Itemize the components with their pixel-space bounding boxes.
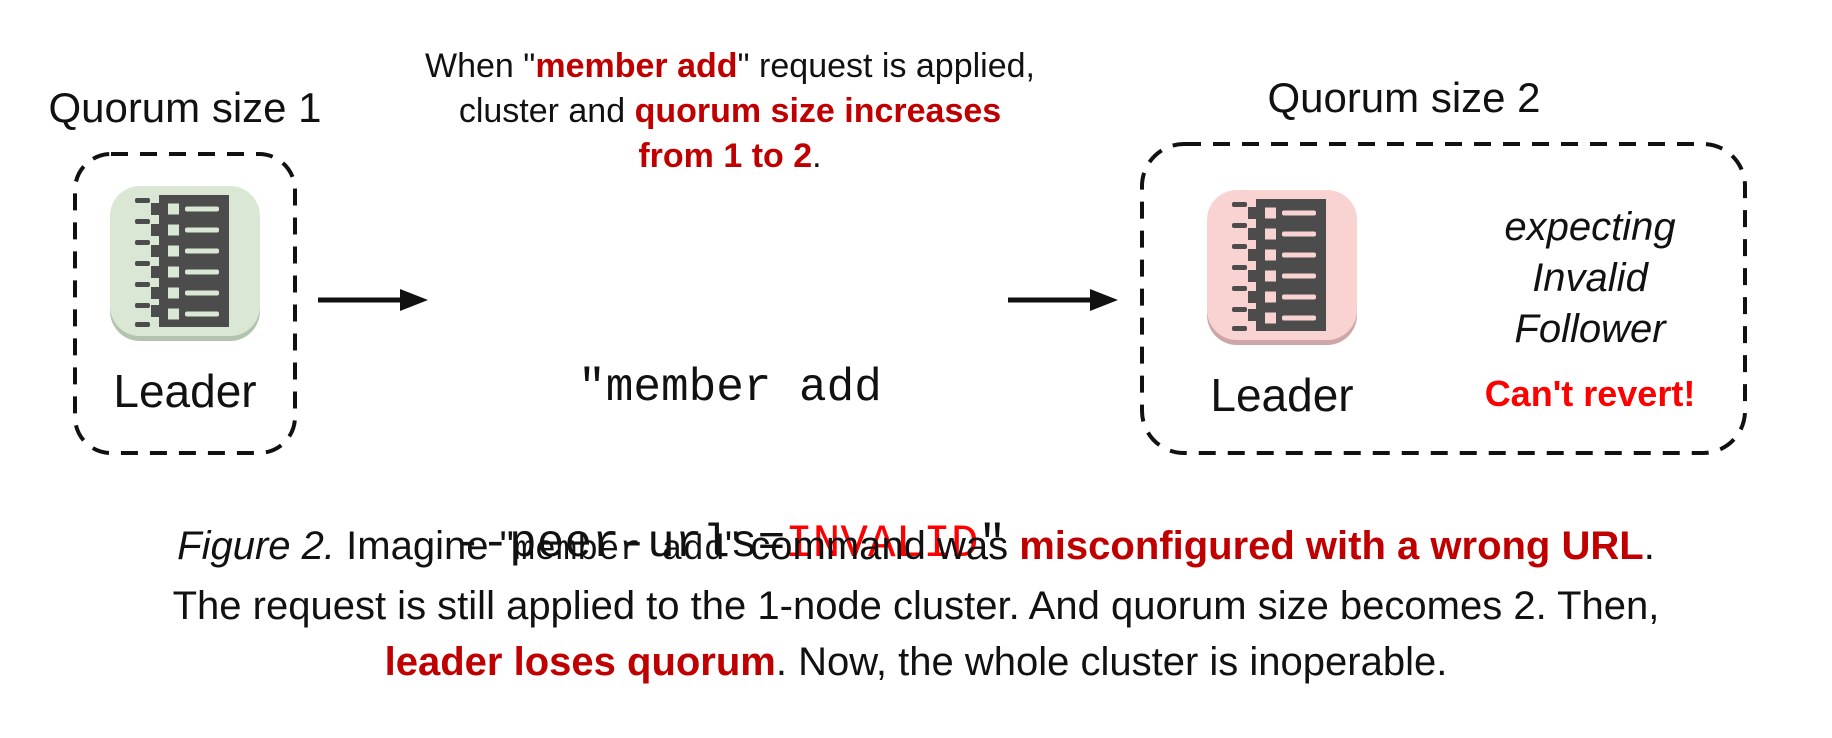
- cant-revert-warning: Can't revert!: [1484, 373, 1696, 414]
- member-add-note: When "member add" request is applied, cl…: [400, 44, 1060, 179]
- command-line2: --peer-urls=INVALID": [410, 518, 1050, 570]
- arrow-right-icon: [318, 289, 428, 311]
- caption-line2: The request is still applied to the 1-no…: [172, 584, 1660, 628]
- command-line1: "member add: [578, 362, 882, 414]
- note-emphasis: quorum size increases: [634, 92, 1002, 130]
- caption-emphasis: misconfigured with a wrong URL: [1019, 524, 1644, 568]
- note-line3: from 1 to 2.: [400, 134, 1060, 179]
- member-add-command: "member add --peer-urls=INVALID": [410, 258, 1050, 674]
- arrow-right-icon: [1008, 289, 1118, 311]
- note-emphasis: member add: [535, 47, 738, 85]
- note-text: " request is applied,: [737, 47, 1035, 85]
- caption-text: " command was: [724, 524, 1020, 568]
- log-list-icon: [1232, 199, 1326, 331]
- command-invalid-value: INVALID: [785, 518, 979, 570]
- expecting-line: expecting: [1504, 205, 1676, 249]
- caption-line3: leader loses quorum. Now, the whole clus…: [0, 634, 1832, 690]
- note-emphasis: from 1 to 2: [638, 137, 813, 175]
- leader-node-tile-green: [110, 186, 260, 336]
- left-cluster-title: Quorum size 1: [48, 84, 322, 131]
- left-node-label: Leader: [113, 365, 257, 417]
- figure-label: Figure 2.: [177, 524, 336, 568]
- right-cluster-box: Leader expecting Invalid Follower Can't …: [1140, 142, 1747, 455]
- note-line1: When "member add" request is applied,: [400, 44, 1060, 89]
- right-node-label: Leader: [1210, 369, 1354, 421]
- dashed-border: [73, 152, 297, 455]
- caption-text: .: [1643, 524, 1655, 568]
- caption-text: . Now, the whole cluster is inoperable.: [775, 640, 1448, 684]
- expecting-message: expecting Invalid Follower: [1440, 202, 1740, 355]
- expecting-line: Invalid: [1532, 256, 1648, 300]
- command-text: ": [978, 518, 1007, 570]
- note-text: When ": [425, 47, 536, 85]
- expecting-line: Follower: [1514, 307, 1666, 351]
- right-cluster-title: Quorum size 2: [1267, 74, 1541, 121]
- caption-emphasis: leader loses quorum: [384, 640, 776, 684]
- note-text: .: [812, 137, 822, 175]
- caption-line1: Figure 2. Imagine "member add" command w…: [0, 518, 1832, 578]
- leader-node-tile-pink: [1207, 190, 1357, 340]
- figure-caption: Figure 2. Imagine "member add" command w…: [0, 518, 1832, 690]
- caption-text: Imagine ": [335, 524, 514, 568]
- dashed-border: [1140, 142, 1747, 455]
- right-message-column: expecting Invalid Follower Can't revert!: [1440, 202, 1740, 415]
- right-leader-column: Leader: [1202, 190, 1362, 422]
- command-text: --peer-urls=: [453, 518, 786, 570]
- note-line2: cluster and quorum size increases: [400, 89, 1060, 134]
- log-list-icon: [135, 195, 229, 327]
- left-cluster-box: Leader: [73, 152, 297, 455]
- caption-mono-command: member add: [513, 530, 725, 570]
- note-text: cluster and: [458, 92, 635, 130]
